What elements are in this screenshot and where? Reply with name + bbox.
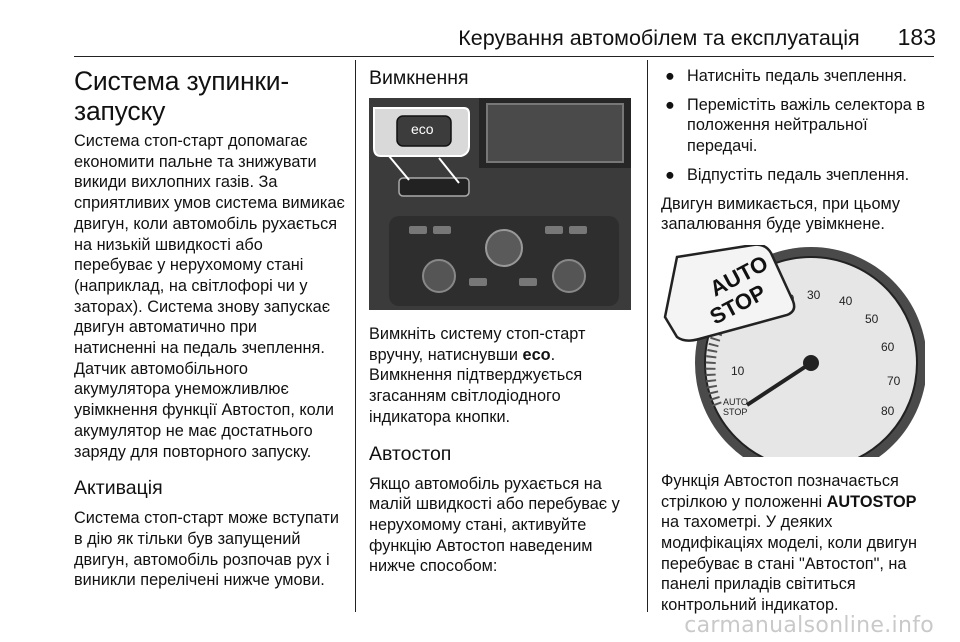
intro-paragraph: Система стоп-старт допомагає економити п… xyxy=(74,132,345,461)
column-2: Вимкнення eco Вимкніть систему стоп-стар… xyxy=(369,66,637,577)
column-divider-2 xyxy=(647,60,648,612)
deactivation-paragraph: Вимкніть систему стоп-старт вручну, нати… xyxy=(369,325,586,426)
small-stop-label: STOP xyxy=(723,407,747,417)
steps-list: ●Натисніть педаль зчеплення. ●Перемістіт… xyxy=(661,66,933,186)
page-header: Керування автомобілем та експлуатація 18… xyxy=(74,24,936,51)
activation-paragraph: Система стоп-старт може вступати в дію я… xyxy=(74,509,339,590)
eco-button-label: eco xyxy=(411,121,434,137)
eco-inline: eco xyxy=(522,345,551,364)
dashboard-photo: eco xyxy=(369,98,631,310)
engine-off-paragraph: Двигун вимикається, при цьому запалюванн… xyxy=(661,194,901,234)
column-divider-1 xyxy=(355,60,356,612)
column-1: Система зупинки-запуску Система стоп-ста… xyxy=(74,66,346,591)
small-auto-label: AUTO xyxy=(723,397,748,407)
page-number: 183 xyxy=(897,24,936,50)
tachometer-illustration: 10 20 30 40 50 60 70 80 AUTO STOP AUTO S… xyxy=(661,243,927,479)
tick-label: 40 xyxy=(839,294,853,308)
list-item: ●Натисніть педаль зчеплення. xyxy=(665,67,907,85)
autostop-inline: AUTOSTOP xyxy=(826,492,917,511)
dashboard-illustration xyxy=(369,98,631,310)
column-3: ●Натисніть педаль зчеплення. ●Перемістіт… xyxy=(661,66,933,616)
list-item: ●Перемістіть важіль селектора в положенн… xyxy=(665,95,926,156)
list-item: ●Відпустіть педаль зчеплення. xyxy=(665,165,910,184)
tick-label: 50 xyxy=(865,312,879,326)
deactivation-heading: Вимкнення xyxy=(369,67,469,89)
running-title: Керування автомобілем та експлуатація xyxy=(458,26,860,50)
activation-heading: Активація xyxy=(74,477,163,500)
watermark: carmanualsonline.info xyxy=(684,613,934,638)
tick-label: 60 xyxy=(881,340,895,354)
header-rule xyxy=(74,56,934,57)
autostop-indicator-paragraph: Функція Автостоп позначається стрілкою у… xyxy=(661,471,917,615)
tick-label: 80 xyxy=(881,404,895,418)
tick-label: 10 xyxy=(731,364,745,378)
tachometer-gauge: 10 20 30 40 50 60 70 80 AUTO STOP AUTO S… xyxy=(661,243,927,479)
autostop-paragraph: Якщо автомобіль рухається на малій швидк… xyxy=(369,474,620,576)
tick-label: 30 xyxy=(807,288,821,302)
autostop-heading: Автостоп xyxy=(369,442,452,465)
tick-label: 70 xyxy=(887,374,901,388)
section-heading: Система зупинки-запуску xyxy=(74,66,289,126)
